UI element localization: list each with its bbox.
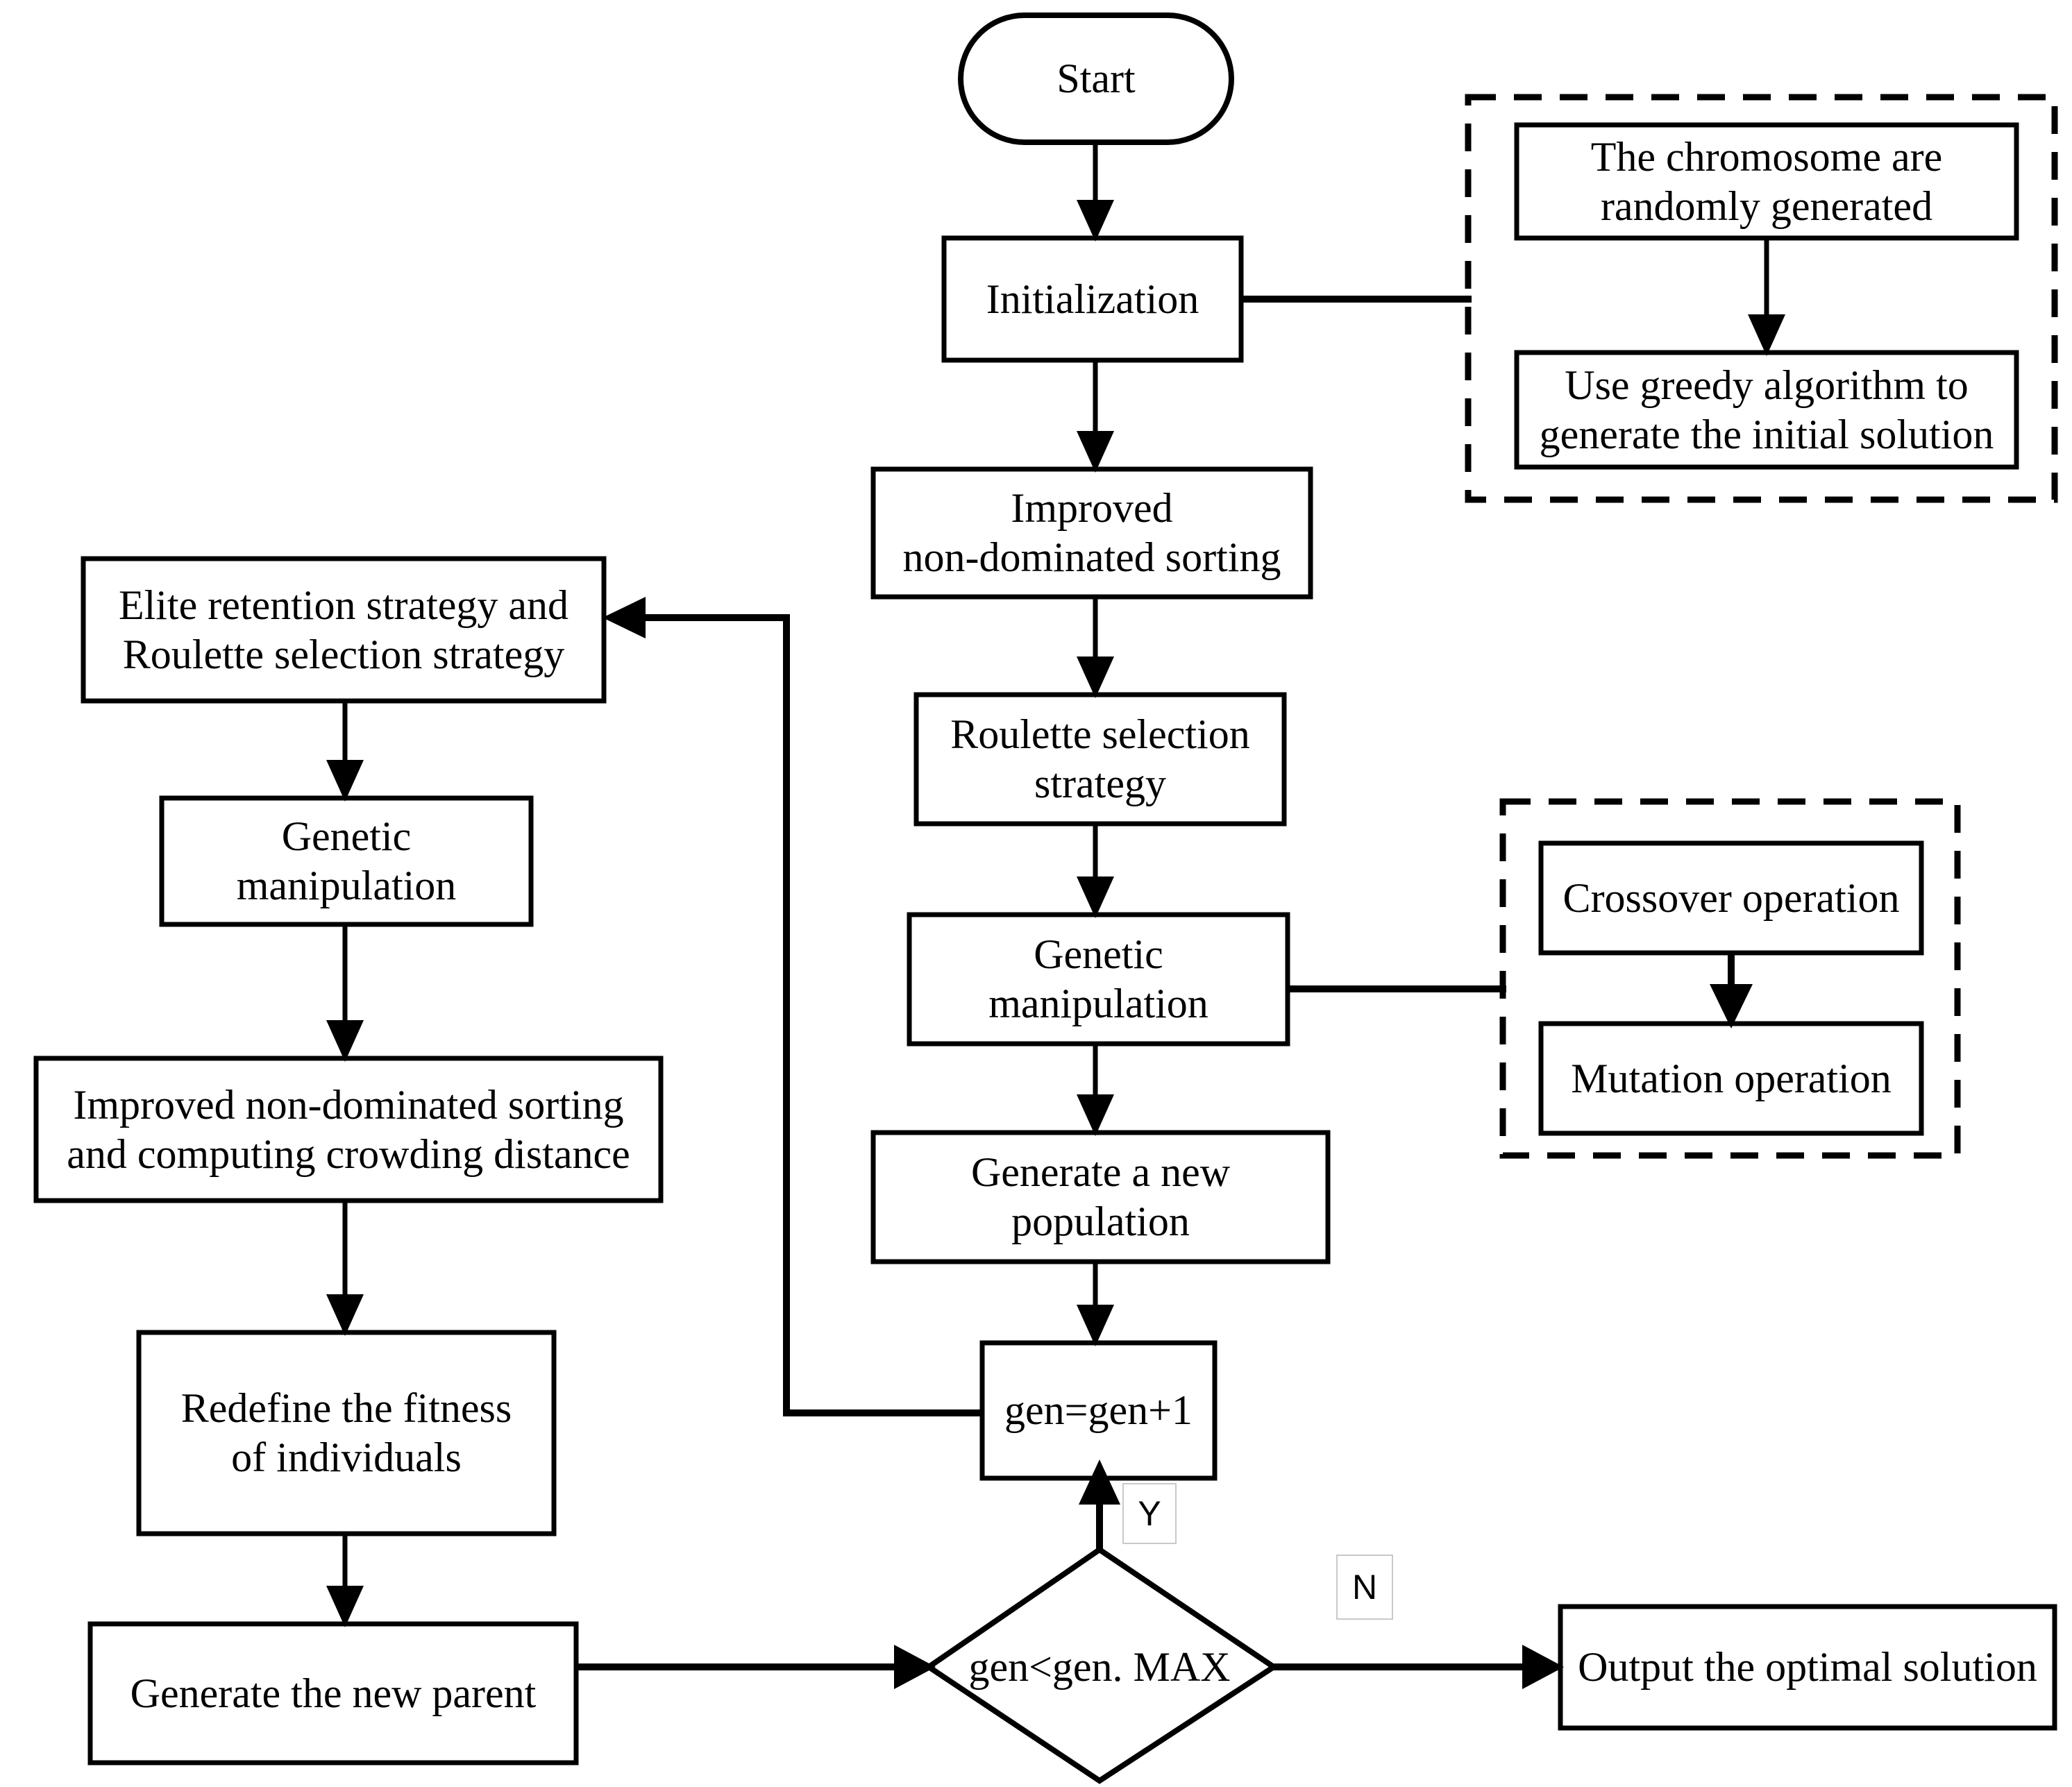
node-improved-sorting[interactable]	[870, 466, 1313, 600]
edge-new-population-to-gen-increment	[1077, 1262, 1114, 1346]
edge-redefine-to-new-parent	[326, 1534, 364, 1627]
node-redefine-fitness[interactable]	[136, 1330, 557, 1536]
node-genetic-manipulation-left[interactable]	[159, 795, 534, 927]
edge-genetic-manipulation-to-new-population	[1077, 1044, 1114, 1136]
edge-start-to-initialization	[1077, 142, 1114, 242]
node-sorting-crowding[interactable]	[33, 1056, 664, 1203]
node-crossover[interactable]	[1538, 840, 1924, 956]
node-genetic-manipulation-center[interactable]	[907, 912, 1290, 1047]
edge-roulette-to-genetic-manipulation	[1077, 824, 1114, 918]
node-output-optimal-solution[interactable]	[1558, 1604, 2057, 1731]
edge-sorting-crowding-to-redefine	[326, 1201, 364, 1336]
edge-label-no: N	[1336, 1555, 1393, 1620]
node-roulette-selection[interactable]	[913, 692, 1287, 827]
edge-label-yes: Y	[1122, 1483, 1177, 1544]
edge-decision-yes-to-gen-increment	[1079, 1459, 1120, 1550]
node-gen-increment[interactable]	[979, 1340, 1218, 1481]
edge-gen-increment-to-elite-retention	[603, 597, 982, 1416]
edge-crossover-to-mutation	[1710, 953, 1753, 1028]
edge-improved-sorting-to-roulette	[1077, 597, 1114, 698]
edge-elite-to-genetic-left	[326, 701, 364, 802]
edge-chromosome-to-greedy	[1748, 238, 1785, 356]
node-decision-gen-max[interactable]	[923, 1546, 1279, 1784]
edge-decision-no-to-output	[1274, 1645, 1564, 1689]
edge-new-parent-to-decision	[576, 1645, 936, 1689]
initialization-detail-group	[1465, 94, 2058, 503]
node-elite-retention[interactable]	[81, 556, 607, 704]
genetic-detail-group	[1499, 798, 1961, 1159]
node-initialization[interactable]	[941, 235, 1244, 363]
node-mutation[interactable]	[1538, 1021, 1924, 1136]
edge-genetic-left-to-sorting-crowding	[326, 924, 364, 1062]
node-chromosome-random[interactable]	[1514, 122, 2019, 241]
node-start[interactable]	[958, 12, 1234, 145]
node-greedy-algorithm[interactable]	[1514, 350, 2019, 470]
node-generate-new-parent[interactable]	[87, 1621, 579, 1765]
edge-initialization-to-improved-sorting	[1077, 360, 1114, 473]
node-generate-new-population[interactable]	[870, 1130, 1331, 1264]
